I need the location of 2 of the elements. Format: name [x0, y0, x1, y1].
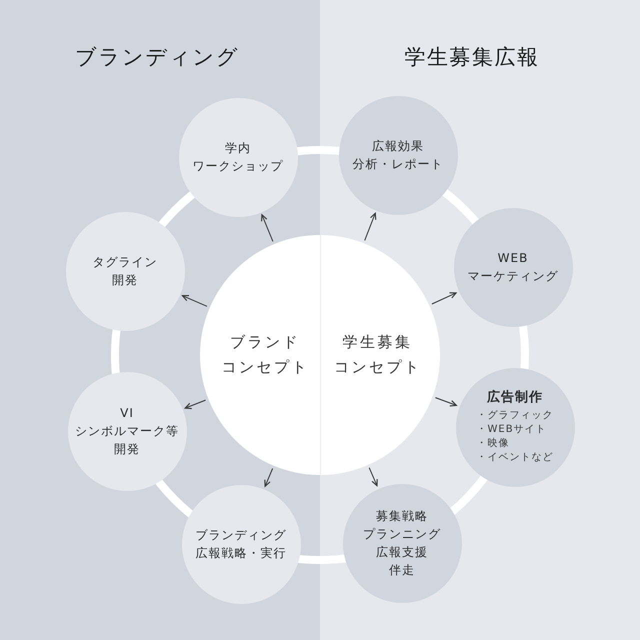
section-heading: 学生募集広報 — [404, 44, 540, 71]
section-heading: ブランディング — [74, 44, 240, 71]
